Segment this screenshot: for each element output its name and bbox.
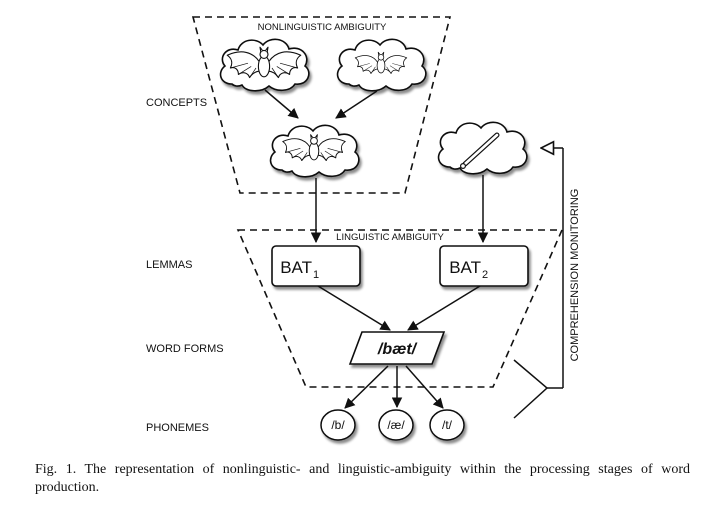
- level-label-word-forms: WORD FORMS: [146, 343, 224, 355]
- nonlinguistic-ambiguity-label: NONLINGUISTIC AMBIGUITY: [258, 22, 387, 33]
- baseball-bat-icon: [460, 132, 500, 170]
- comprehension-monitoring-path: [513, 148, 564, 419]
- phoneme-node-ae: /æ/: [378, 409, 414, 441]
- bat-animal-icon: [354, 51, 408, 74]
- arrow-word-form-to-phoneme-t: [405, 365, 444, 409]
- lemma-1-index: 1: [313, 269, 319, 281]
- phoneme-node-b: /b/: [320, 409, 356, 441]
- comprehension-monitoring-label: COMPREHENSION MONITORING: [569, 189, 581, 362]
- arrow-concept-right-to-merged: [335, 90, 378, 119]
- arrow-lemma-2-to-word-form: [407, 285, 481, 331]
- lemma-box-bat-1: BAT 1: [271, 245, 361, 287]
- linguistic-ambiguity-region: [236, 229, 564, 388]
- level-label-phonemes: PHONEMES: [146, 422, 209, 434]
- lemma-box-bat-2: BAT 2: [439, 245, 529, 287]
- linguistic-ambiguity-label: LINGUISTIC AMBIGUITY: [336, 232, 444, 243]
- word-form-box: /bæt/: [348, 331, 446, 365]
- phoneme-b-label: /b/: [331, 418, 345, 432]
- figure-caption: Fig. 1. The representation of nonlinguis…: [35, 462, 690, 495]
- word-form-text: /bæt/: [377, 341, 418, 358]
- arrow-word-form-to-phoneme-b: [344, 365, 389, 409]
- level-label-concepts: CONCEPTS: [146, 97, 207, 109]
- nonlinguistic-ambiguity-region: [191, 16, 452, 194]
- arrow-lemma-1-to-word-form: [317, 285, 391, 331]
- lemma-2-index: 2: [482, 269, 488, 281]
- phoneme-ae-label: /æ/: [387, 418, 405, 432]
- bat-animal-icon: [226, 46, 302, 79]
- bat-animal-icon: [282, 134, 346, 162]
- lemma-1-word: BAT: [280, 258, 312, 277]
- phoneme-t-label: /t/: [442, 418, 453, 432]
- level-label-lemmas: LEMMAS: [146, 259, 192, 271]
- lemma-2-word: BAT: [449, 258, 481, 277]
- phoneme-node-t: /t/: [429, 409, 465, 441]
- arrow-concept-left-to-merged: [264, 89, 299, 119]
